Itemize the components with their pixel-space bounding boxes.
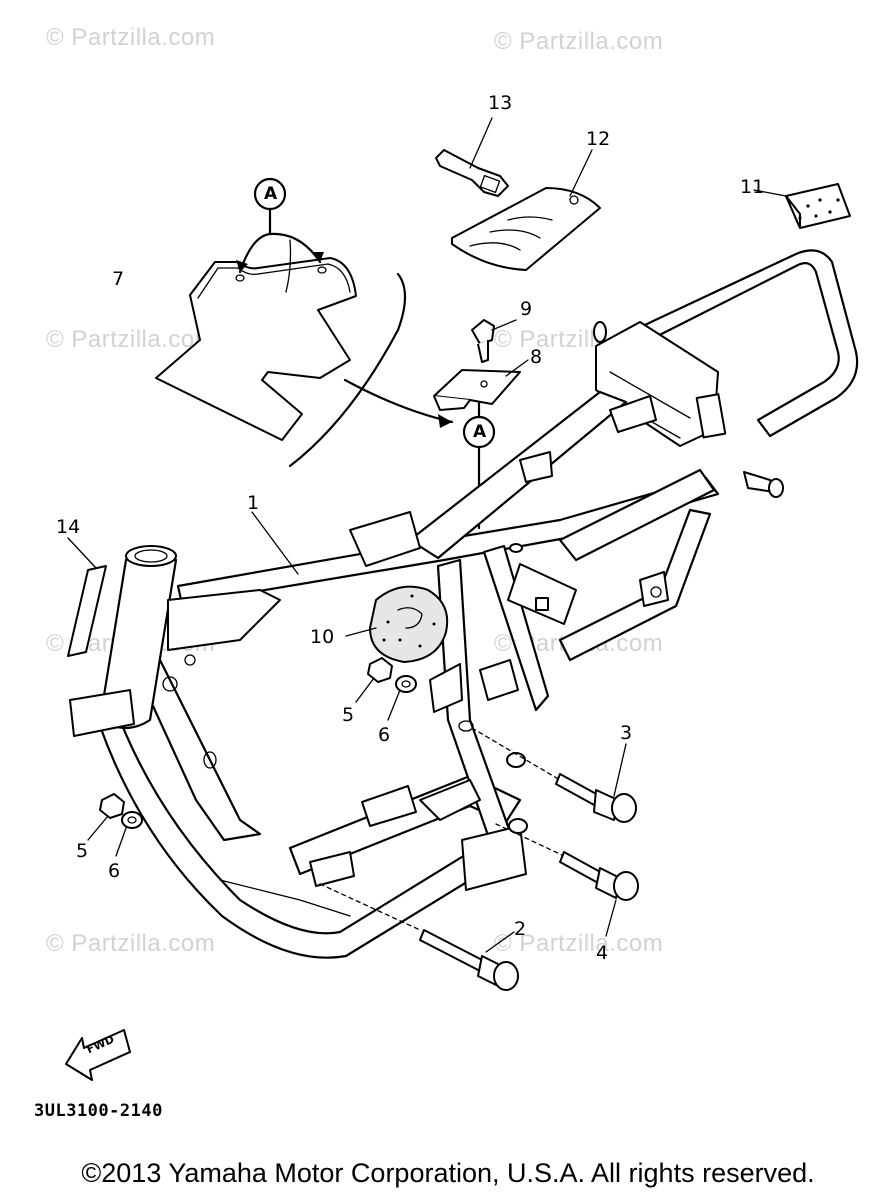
part-5-nut-lower — [87, 793, 125, 841]
watermark: © Partzilla.com — [46, 930, 216, 957]
part-10-foam — [345, 585, 449, 663]
watermark: © Partzilla.com — [494, 28, 664, 55]
part-1-frame — [69, 249, 859, 959]
ref-arcs — [238, 232, 322, 274]
fwd-arrow-icon — [65, 1029, 131, 1081]
watermark: © Partzilla.com — [46, 326, 216, 353]
part-8-bracket — [433, 359, 529, 411]
bracket-curve — [288, 272, 407, 468]
callout-8: 8 — [530, 346, 543, 368]
part-12-bag — [451, 149, 601, 271]
callout-1: 1 — [247, 492, 260, 514]
part-4-bolt — [495, 823, 639, 937]
part-2-bolt — [319, 883, 519, 991]
callout-12: 12 — [586, 128, 611, 150]
diagram-code: 3UL3100-2140 — [34, 1101, 163, 1121]
part-13-strap — [435, 117, 509, 197]
reference-letter-top: A — [264, 184, 278, 204]
arrow-head — [312, 252, 324, 262]
part-6-washer-lower — [115, 811, 143, 857]
callout-5-lower: 5 — [76, 840, 89, 862]
watermark: © Partzilla.com — [46, 24, 216, 51]
part-11-sponge — [753, 183, 851, 229]
part-6-washer-upper — [387, 675, 417, 721]
callout-6-upper: 6 — [378, 724, 391, 746]
callout-9: 9 — [520, 298, 533, 320]
copyright-notice: ©2013 Yamaha Motor Corporation, U.S.A. A… — [81, 1158, 815, 1188]
callout-11: 11 — [740, 176, 765, 198]
arrow-head — [236, 260, 248, 272]
part-14-strip — [67, 537, 107, 657]
callout-2: 2 — [514, 918, 527, 940]
callout-5-upper: 5 — [342, 704, 355, 726]
watermark: © Partzilla.com — [494, 930, 664, 957]
part-7-pad — [155, 239, 357, 441]
callout-3: 3 — [620, 722, 633, 744]
part-5-nut-upper — [355, 657, 393, 703]
reference-letter-bottom: A — [473, 422, 487, 442]
part-9-bolt — [471, 319, 517, 363]
part-3-bolt — [471, 727, 637, 823]
callout-6-lower: 6 — [108, 860, 121, 882]
leader — [251, 511, 299, 575]
callout-7: 7 — [112, 268, 125, 290]
callout-4: 4 — [596, 942, 609, 964]
callout-10: 10 — [310, 626, 335, 648]
callout-14: 14 — [56, 516, 81, 538]
arrow-head — [438, 414, 452, 428]
callout-13: 13 — [488, 92, 513, 114]
